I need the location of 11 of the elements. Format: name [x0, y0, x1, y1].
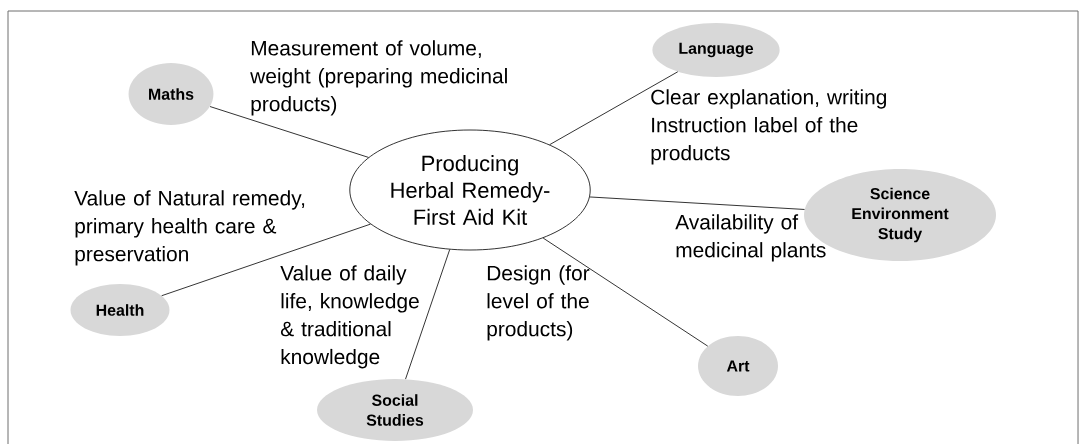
connector-line	[405, 249, 451, 380]
edge-label: Design (for level of the products)	[487, 265, 590, 341]
edge-label: Clear explanation, writing Instruction label of the products	[651, 89, 886, 165]
edge-label: Value of daily life, knowledge & traditional knowledge	[280, 265, 419, 369]
connector-line	[161, 223, 371, 297]
connector-line	[589, 196, 805, 210]
connector-line	[542, 237, 709, 347]
edge-label: Measurement of volume, weight (preparing medicinal products)	[250, 40, 507, 116]
connector-line	[549, 71, 679, 146]
connector-line	[209, 106, 369, 158]
edge-label: Value of Natural remedy, primary health care & preservation	[74, 190, 305, 266]
